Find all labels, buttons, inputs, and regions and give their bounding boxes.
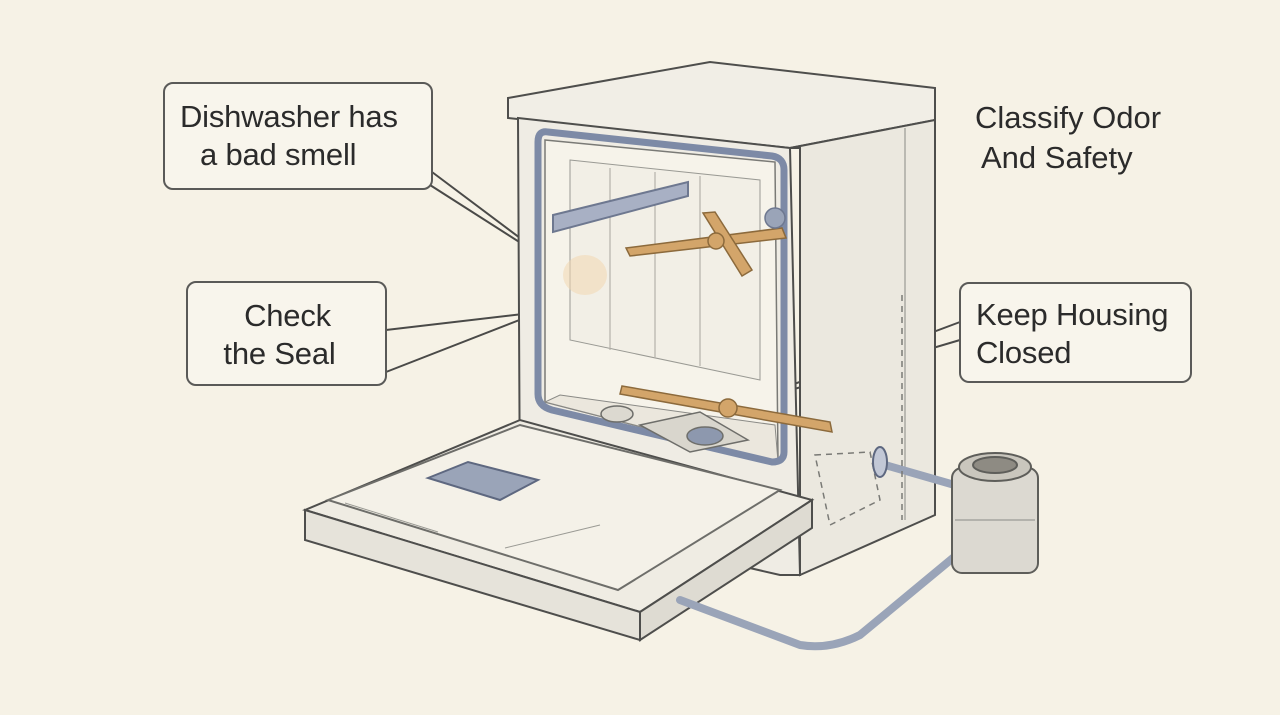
- callout-text-line: a bad smell: [200, 137, 357, 172]
- diagram-heading: Classify Odor And Safety: [975, 98, 1161, 178]
- callout-bad-smell: Dishwasher has a bad smell: [163, 82, 433, 190]
- lower-spray-arm: [619, 385, 833, 433]
- hose-clamp: [872, 446, 888, 478]
- callout-text-line: Closed: [976, 335, 1072, 370]
- door-seal-gasket: [534, 128, 788, 466]
- upper-spray-arm: [624, 207, 788, 278]
- odor-stain: [563, 255, 607, 295]
- sump-filter: [600, 405, 751, 453]
- garbage-disposal: [951, 452, 1039, 574]
- hidden-pipe-dashed: [814, 295, 903, 527]
- upper-rack-rail: [552, 180, 689, 234]
- callout-text-line: the Seal: [223, 336, 336, 371]
- heading-line: And Safety: [981, 140, 1133, 175]
- detergent-dispenser: [424, 460, 541, 502]
- callout-text-line: Check: [244, 298, 331, 333]
- door-inner-liner: [324, 423, 783, 592]
- heading-line: Classify Odor: [975, 100, 1162, 135]
- callout-text-line: Dishwasher has: [180, 99, 398, 134]
- callout-check-seal: Check the Seal: [186, 281, 387, 386]
- callout-text-line: Keep Housing: [976, 297, 1169, 332]
- cabinet-side: [789, 118, 936, 577]
- callout-keep-housing-closed: Keep Housing Closed: [959, 282, 1192, 383]
- leader-seal: [385, 311, 541, 373]
